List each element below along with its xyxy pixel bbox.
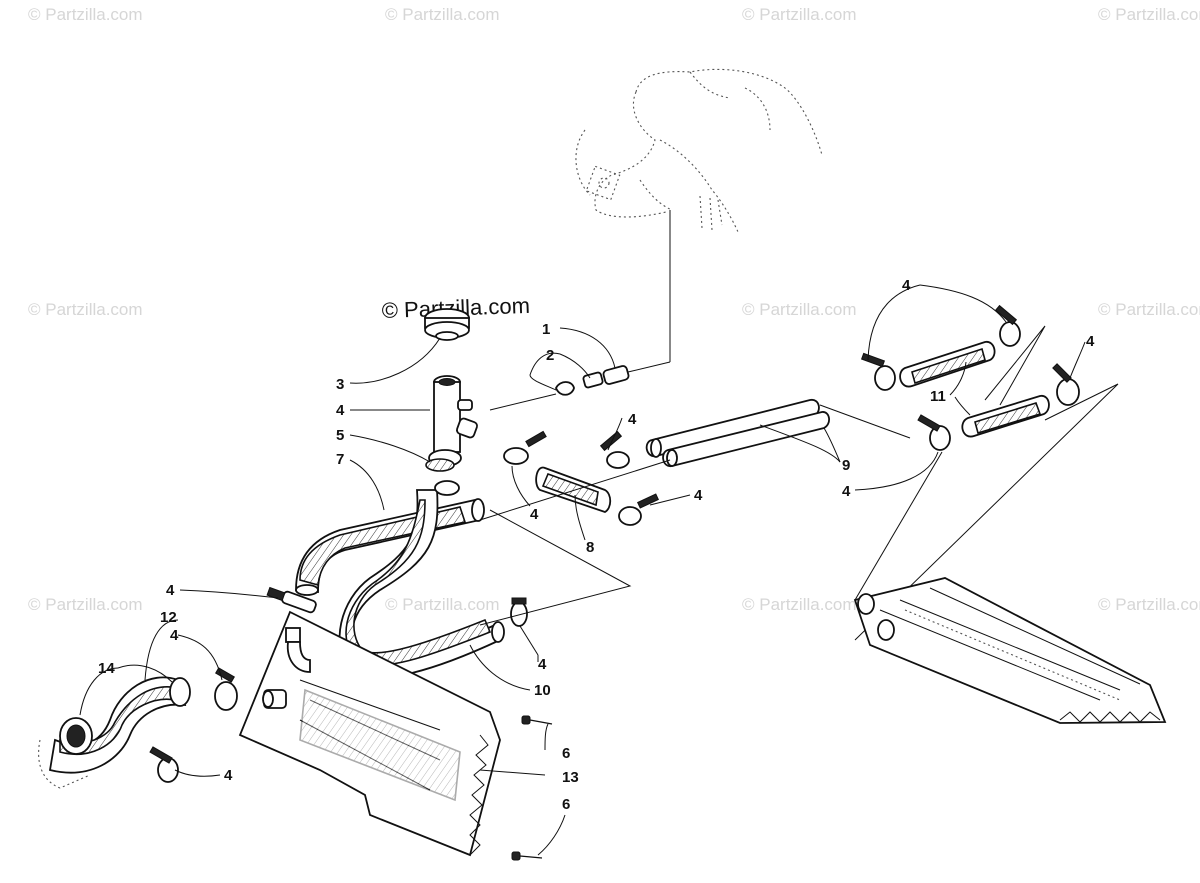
heat-exchanger-right — [853, 577, 1167, 724]
hose-10-end — [434, 480, 460, 496]
hose-clamp — [860, 352, 896, 391]
hose-clamp — [1052, 363, 1080, 406]
callout-9: 9 — [842, 457, 850, 474]
hose-14-guide — [38, 739, 91, 789]
reference-lines — [479, 325, 1119, 641]
hose-clamp — [425, 449, 462, 472]
watermark-layer: © Partzilla.com © Partzilla.com © Partzi… — [28, 5, 1200, 614]
callout-8: 8 — [586, 539, 594, 556]
watermark: © Partzilla.com — [1098, 595, 1200, 614]
callout-7: 1 — [542, 321, 550, 338]
callout-4: 4 — [1086, 333, 1095, 350]
hose-clamp — [503, 430, 547, 465]
callout-10: 10 — [534, 682, 551, 699]
callout-4: 4 — [694, 487, 703, 504]
hose-5-end — [295, 584, 319, 596]
leader-lines — [79, 284, 1086, 856]
watermark: © Partzilla.com — [1098, 5, 1200, 24]
hose-clamp — [510, 597, 528, 627]
leader-line — [489, 393, 557, 411]
hose-14-end — [169, 677, 191, 707]
heat-exchanger-left — [238, 610, 501, 857]
callout-14: 14 — [98, 660, 115, 677]
engine-outline — [575, 68, 823, 233]
callout-4: 4 — [224, 767, 233, 784]
hose-clamp — [618, 493, 659, 526]
callout-1: 2 — [546, 347, 554, 364]
watermark: © Partzilla.com — [742, 300, 857, 319]
leader-line — [627, 361, 671, 373]
callout-4: 4 — [530, 506, 539, 523]
callout-4: 4 — [628, 411, 637, 428]
pipe-fitting — [262, 689, 287, 709]
hose-clamp — [917, 414, 951, 451]
callout-13: 13 — [562, 769, 579, 786]
callout-4: 4 — [170, 627, 179, 644]
callout-6: 6 — [562, 745, 570, 762]
bleeder-fitting — [266, 586, 317, 673]
hose-8-texture — [541, 472, 599, 507]
fitting-assembly — [555, 365, 630, 396]
hose-clamp — [994, 304, 1021, 347]
leader-line — [519, 625, 539, 656]
hose-14-bore — [66, 724, 86, 748]
watermark: © Partzilla.com — [742, 595, 857, 614]
callout-12: 12 — [160, 609, 177, 626]
callouts: 1 2 3 4 5 7 4 4 4 8 4 9 4 11 4 4 4 12 4 … — [98, 277, 1095, 813]
callout-3: 4 — [336, 402, 345, 419]
watermark: © Partzilla.com — [1098, 300, 1200, 319]
hose-clamp — [214, 667, 238, 711]
hose-11-upper-texture — [911, 347, 986, 385]
screw — [511, 851, 543, 861]
watermark: © Partzilla.com — [385, 5, 500, 24]
hose-clamp — [149, 746, 179, 783]
callout-6: 6 — [562, 796, 570, 813]
callout-4: 4 — [902, 277, 911, 294]
screw — [521, 715, 553, 725]
callout-5: 7 — [336, 451, 344, 468]
hose-clamp — [599, 430, 630, 469]
callout-2: 3 — [336, 376, 344, 393]
watermark: © Partzilla.com — [28, 5, 143, 24]
watermark: © Partzilla.com — [28, 300, 143, 319]
callout-4: 4 — [538, 656, 547, 673]
hose-10-end — [491, 621, 505, 643]
pipe-9-end — [666, 449, 678, 467]
callout-4: 5 — [336, 427, 344, 444]
hose-5-end — [471, 498, 485, 522]
radiator-cap — [424, 308, 470, 341]
callout-4: 4 — [842, 483, 851, 500]
callout-11: 11 — [930, 388, 946, 405]
pipe-9-end — [650, 438, 662, 458]
filler-neck — [433, 375, 478, 453]
watermark: © Partzilla.com — [742, 5, 857, 24]
callout-4: 4 — [166, 582, 175, 599]
watermark: © Partzilla.com — [385, 595, 500, 614]
hose-11-lower-texture — [974, 402, 1042, 435]
watermark: © Partzilla.com — [28, 595, 143, 614]
